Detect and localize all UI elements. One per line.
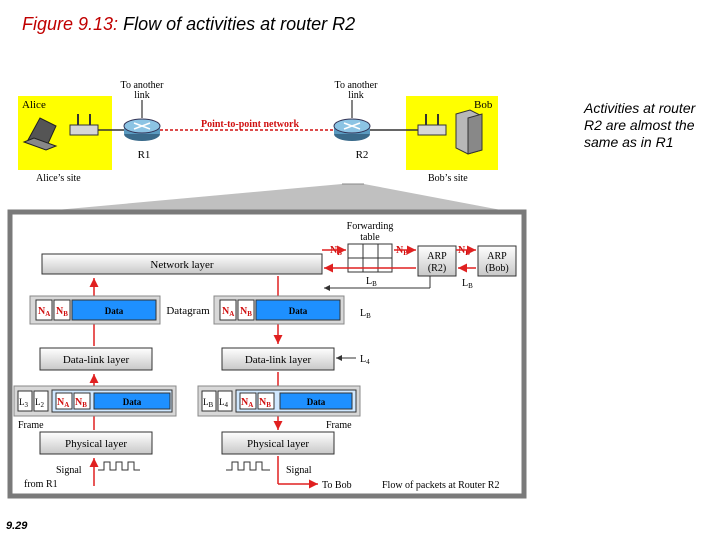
frame-right: LB L4 NA NB Data xyxy=(197,385,361,417)
datalink-layer-label-right: Data-link layer xyxy=(245,354,312,366)
figure-number: Figure 9.13: xyxy=(22,14,119,34)
frame-label-left: Frame xyxy=(18,420,44,431)
signal-wave-left xyxy=(98,461,140,471)
side-note: Activities at router R2 are almost the s… xyxy=(584,100,696,150)
frame-label-right: Frame xyxy=(326,420,352,431)
datalink-layer-label-left: Data-link layer xyxy=(63,354,130,366)
datagram-label: Datagram xyxy=(166,305,210,317)
physical-layer-label-left: Physical layer xyxy=(65,438,127,450)
network-layer-label: Network layer xyxy=(150,259,214,271)
router-r1-icon xyxy=(123,118,161,141)
bob-site-label: Bob’s site xyxy=(428,173,468,184)
arp-bob-box: ARP(Bob) xyxy=(477,245,517,277)
svg-text:L3: L3 xyxy=(19,397,29,409)
signal-wave-right xyxy=(226,461,270,471)
svg-text:L4: L4 xyxy=(360,354,370,366)
svg-text:Data: Data xyxy=(123,397,142,407)
datalink-layer-left xyxy=(39,347,153,371)
svg-text:LB: LB xyxy=(360,308,371,320)
datagram-right: NA NB Data xyxy=(213,295,345,325)
datalink-layer-right xyxy=(221,347,335,371)
signal-label-left: Signal xyxy=(56,465,82,476)
figure-title: Figure 9.13: Flow of activities at route… xyxy=(22,14,355,35)
physical-layer-label-right: Physical layer xyxy=(247,438,309,450)
arp-r2-box: ARP(R2) xyxy=(417,245,457,277)
router-r2-icon xyxy=(333,118,371,141)
r2-label: R2 xyxy=(356,149,369,161)
alice-site-label: Alice’s site xyxy=(36,173,81,184)
alice-label: Alice xyxy=(22,99,46,111)
server-icon xyxy=(455,109,483,155)
frame-left: L3 L2 NA NB Data xyxy=(13,385,177,417)
svg-text:Data: Data xyxy=(105,306,124,316)
datagram-left: NA NB Data xyxy=(29,295,161,325)
physical-layer-right xyxy=(221,431,335,455)
svg-text:Data: Data xyxy=(289,306,308,316)
svg-text:LB: LB xyxy=(462,278,473,290)
from-r1-label: from R1 xyxy=(24,479,58,490)
svg-text:LB: LB xyxy=(203,397,214,409)
signal-label-right: Signal xyxy=(286,465,312,476)
flow-caption: Flow of packets at Router R2 xyxy=(382,480,499,491)
to-bob-label: To Bob xyxy=(322,480,352,491)
p2p-label: Point-to-point network xyxy=(201,119,299,130)
figure-caption: Flow of activities at router R2 xyxy=(123,14,356,34)
svg-text:ARP(Bob): ARP(Bob) xyxy=(485,251,508,274)
svg-text:LB: LB xyxy=(366,276,377,288)
r1-label: R1 xyxy=(138,149,151,161)
slide-number: 9.29 xyxy=(6,520,28,532)
bob-label: Bob xyxy=(474,99,493,111)
physical-layer-left xyxy=(39,431,153,455)
network-layer-bar xyxy=(41,253,323,275)
svg-text:ARP(R2): ARP(R2) xyxy=(427,251,447,274)
svg-text:L4: L4 xyxy=(219,397,229,409)
svg-text:L2: L2 xyxy=(35,397,45,409)
svg-text:Data: Data xyxy=(307,397,326,407)
laptop-icon xyxy=(22,117,58,151)
